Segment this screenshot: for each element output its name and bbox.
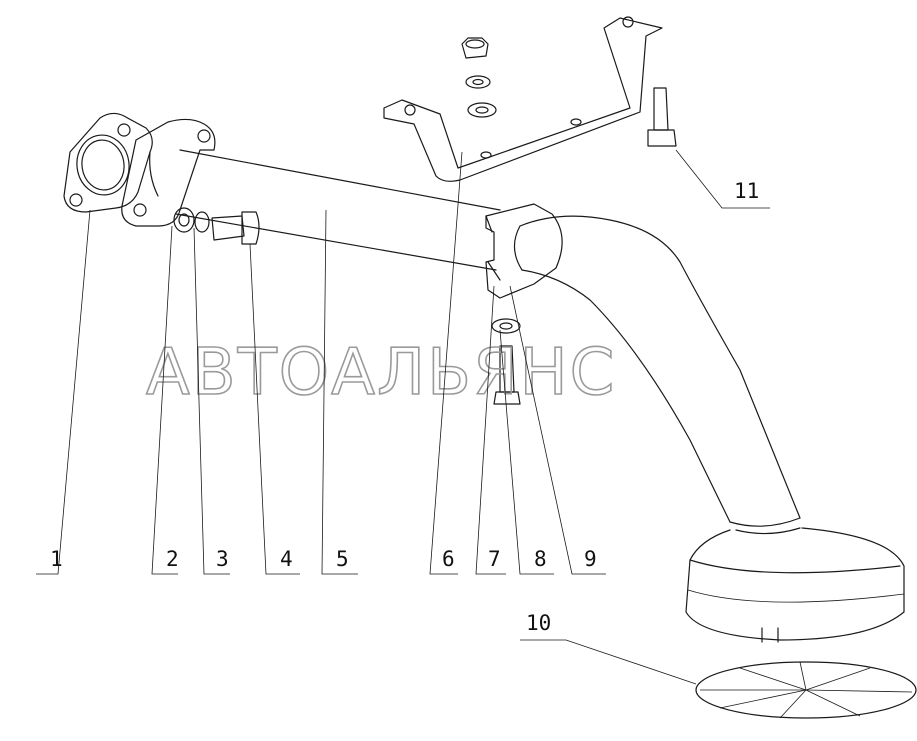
- callout-3: 3: [216, 547, 229, 571]
- suction-pipe-part: [175, 149, 801, 535]
- pipe-flange: [121, 118, 216, 227]
- callout-7: 7: [488, 547, 501, 571]
- callout-11: 11: [734, 179, 759, 203]
- clamp-part: [485, 203, 563, 299]
- callout-5: 5: [336, 547, 349, 571]
- bracket-bolt-part: [647, 87, 677, 147]
- callout-9: 9: [584, 547, 597, 571]
- callout-2: 2: [166, 547, 179, 571]
- bracket-part: [383, 16, 663, 182]
- clamp-bolt-part: [491, 318, 521, 405]
- flange-fasteners: [173, 207, 260, 245]
- callout-8: 8: [534, 547, 547, 571]
- gasket-part: [63, 112, 153, 213]
- callout-6: 6: [442, 547, 455, 571]
- strainer-housing: [685, 527, 905, 643]
- watermark-text: АВТОАЛЬЯНС: [146, 336, 616, 410]
- leader-lines: [36, 149, 770, 685]
- strainer-screen-part: [695, 661, 917, 719]
- callout-10: 10: [526, 611, 551, 635]
- callout-1: 1: [50, 547, 63, 571]
- callout-4: 4: [280, 547, 293, 571]
- bracket-fasteners: [461, 37, 497, 118]
